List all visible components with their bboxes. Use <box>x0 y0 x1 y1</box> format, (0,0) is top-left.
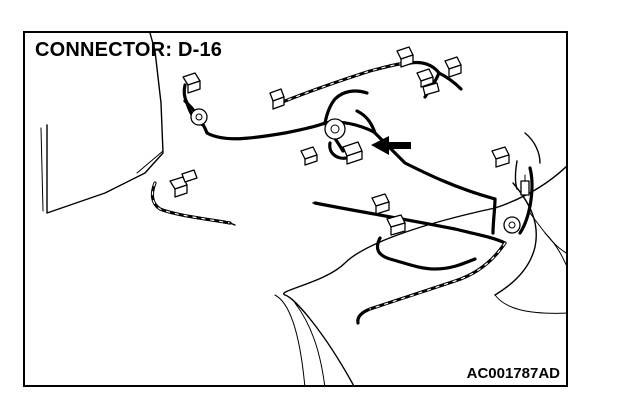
connector-top-cluster <box>396 46 462 96</box>
connectors <box>169 46 530 236</box>
diagram-frame: CONNECTOR: D-16 AC001787AD <box>23 31 568 387</box>
wiring-harness-illustration <box>40 33 566 385</box>
thin-leads <box>229 132 541 226</box>
connector-left-lower <box>169 169 198 198</box>
vehicle-body-outline <box>40 33 566 385</box>
connector-left-top <box>182 72 201 94</box>
lower-harness <box>313 166 534 325</box>
reference-code: AC001787AD <box>466 365 560 382</box>
connector-right-top <box>491 146 510 168</box>
connector-right-clip <box>520 174 530 196</box>
connector-d16 <box>300 141 363 166</box>
left-harness <box>150 83 232 225</box>
connector-center-lower <box>371 193 406 236</box>
diagram-title: CONNECTOR: D-16 <box>35 39 223 61</box>
connector-top-left <box>269 88 285 110</box>
pointer-arrow <box>371 136 411 155</box>
